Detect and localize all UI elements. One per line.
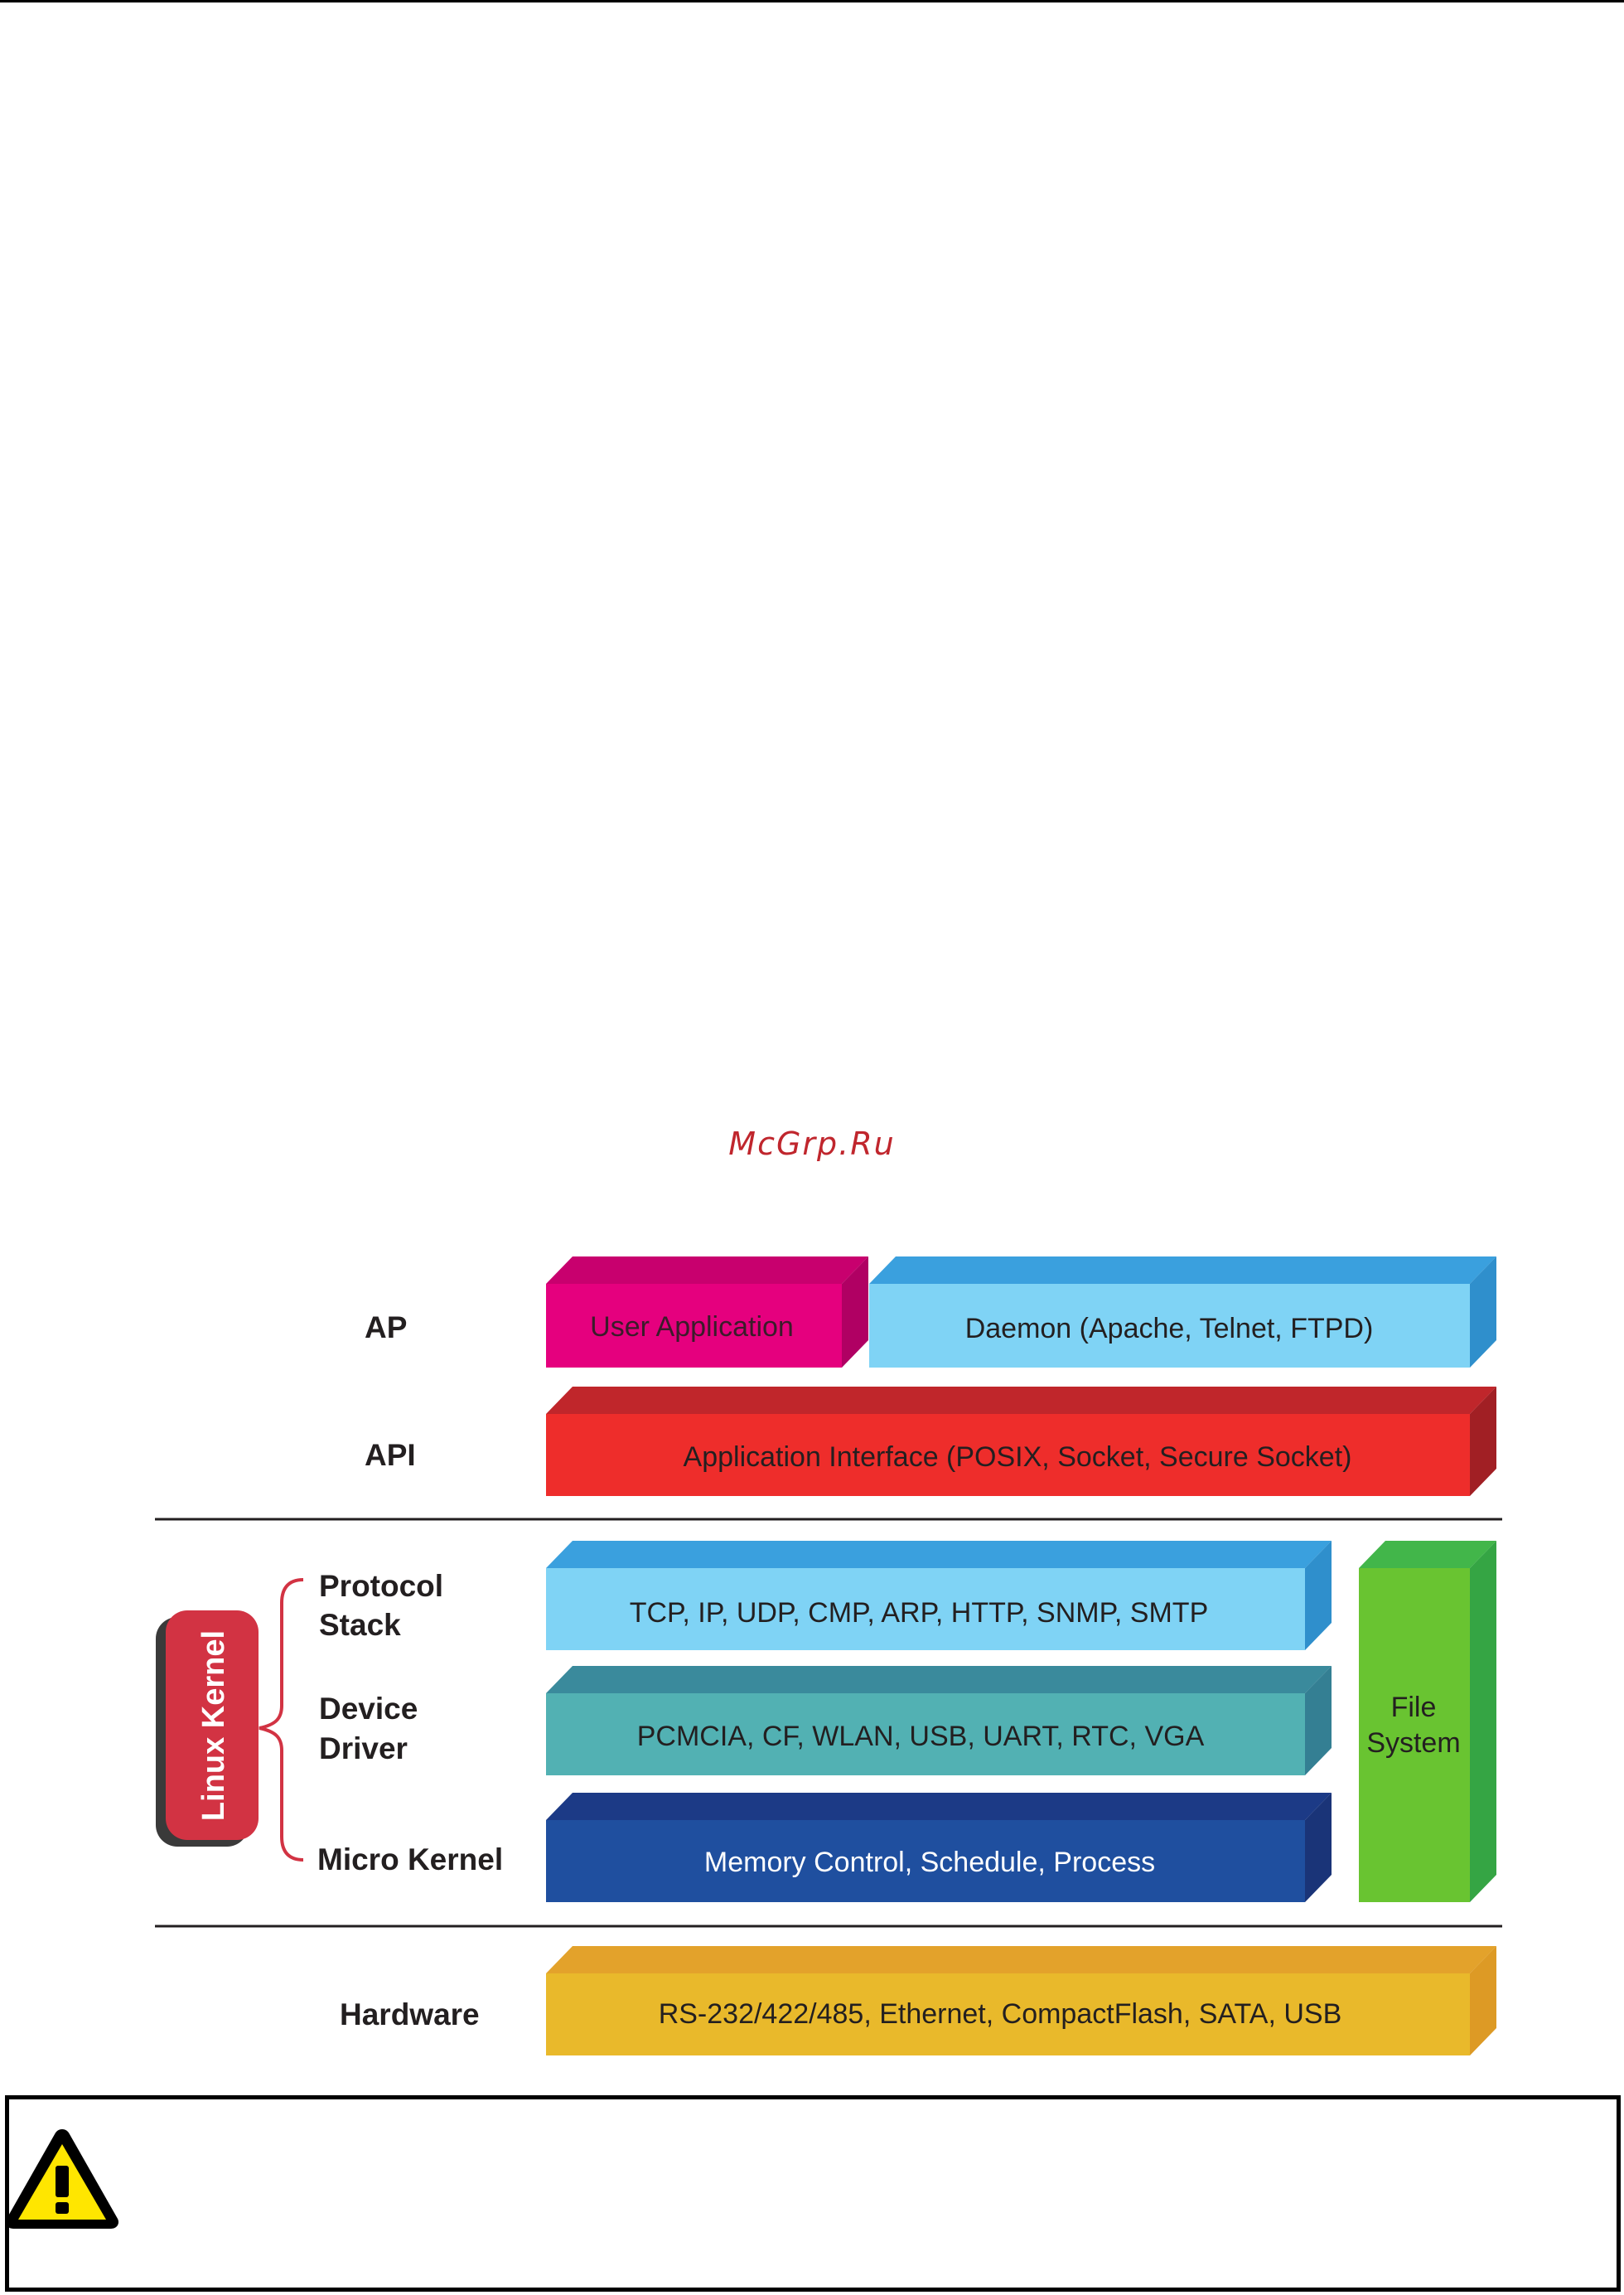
warning-box bbox=[5, 2095, 1621, 2292]
linux-kernel-bracket bbox=[259, 1578, 304, 1862]
user-application-block: User Application bbox=[546, 1256, 868, 1368]
hardware-block: RS-232/422/485, Ethernet, CompactFlash, … bbox=[546, 1946, 1496, 2055]
top-rule bbox=[0, 0, 1624, 2]
layer-label-api: API bbox=[365, 1438, 416, 1472]
application-interface-block: Application Interface (POSIX, Socket, Se… bbox=[546, 1387, 1496, 1496]
device-driver-block: PCMCIA, CF, WLAN, USB, UART, RTC, VGA bbox=[546, 1666, 1332, 1775]
daemon-label: Daemon (Apache, Telnet, FTPD) bbox=[965, 1313, 1374, 1344]
layer-label-device-driver-line-2: Driver bbox=[319, 1731, 408, 1765]
linux-kernel-label: Linux Kernel bbox=[196, 1630, 231, 1821]
file-system-label-line-2: System bbox=[1366, 1727, 1460, 1759]
micro-kernel-block: Memory Control, Schedule, Process bbox=[546, 1793, 1332, 1902]
device-driver-label: PCMCIA, CF, WLAN, USB, UART, RTC, VGA bbox=[637, 1721, 1205, 1752]
layer-label-protocol-stack-line-2: Stack bbox=[319, 1608, 401, 1642]
layer-label-ap: AP bbox=[365, 1310, 407, 1344]
daemon-block: Daemon (Apache, Telnet, FTPD) bbox=[869, 1256, 1496, 1368]
file-system-label-line-1: File bbox=[1391, 1692, 1437, 1723]
layer-label-protocol-stack-line-1: Protocol bbox=[319, 1569, 443, 1603]
warning-triangle-icon bbox=[5, 2129, 119, 2229]
layer-label-micro-kernel: Micro Kernel bbox=[317, 1842, 503, 1876]
file-system-block: File System bbox=[1359, 1541, 1496, 1902]
hardware-block-label: RS-232/422/485, Ethernet, CompactFlash, … bbox=[659, 1998, 1342, 2030]
user-application-label: User Application bbox=[590, 1311, 794, 1343]
layer-label-device-driver-line-1: Device bbox=[319, 1692, 418, 1726]
linux-kernel-badge: Linux Kernel bbox=[156, 1610, 259, 1847]
application-interface-label: Application Interface (POSIX, Socket, Se… bbox=[684, 1441, 1352, 1473]
micro-kernel-label: Memory Control, Schedule, Process bbox=[704, 1847, 1155, 1878]
watermark: McGrp.Ru bbox=[728, 1126, 896, 1162]
protocol-stack-label: TCP, IP, UDP, CMP, ARP, HTTP, SNMP, SMTP bbox=[630, 1597, 1209, 1629]
layer-label-hardware: Hardware bbox=[340, 1997, 480, 2031]
protocol-stack-block: TCP, IP, UDP, CMP, ARP, HTTP, SNMP, SMTP bbox=[546, 1541, 1332, 1650]
